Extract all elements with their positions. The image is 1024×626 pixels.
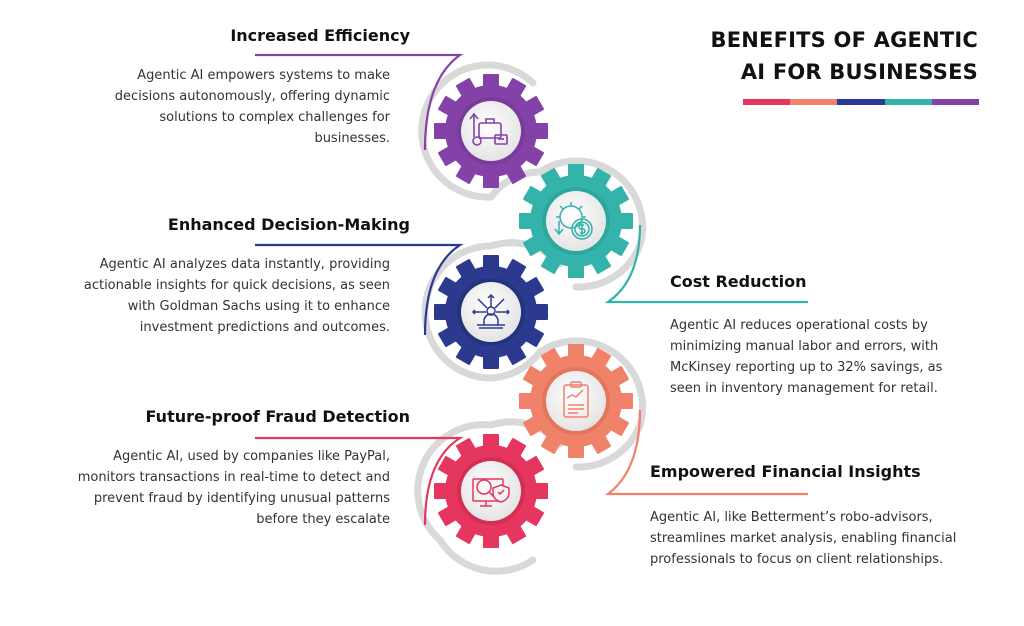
title-color-bar: [743, 99, 980, 105]
gray-track: [414, 61, 646, 575]
gear-enhanced-decision: [434, 255, 548, 369]
gear-fraud-detection: [434, 434, 548, 548]
connector-cost-reduction: [604, 224, 808, 304]
color-bar-segment: [931, 99, 980, 105]
person-decision-arrows-icon: [471, 293, 511, 329]
color-bar-segment: [884, 99, 932, 105]
gear-dollar-down-icon: [554, 202, 593, 240]
clipboard-finance-chart-icon: [563, 381, 589, 418]
title-line-2: AI FOR BUSINESSES: [740, 60, 978, 84]
heading-cost-reduction: Cost Reduction: [670, 272, 807, 291]
desc-cost-reduction: Agentic AI reduces operational costs by …: [670, 318, 943, 396]
connector-enhanced-decision: [255, 243, 464, 336]
color-bar-segment: [743, 99, 791, 105]
connector-increased-efficiency: [255, 53, 464, 151]
monitor-search-shield-icon: [472, 478, 510, 507]
connector-fraud-detection: [255, 436, 464, 526]
heading-increased-efficiency: Increased Efficiency: [230, 26, 410, 45]
heading-financial-insights: Empowered Financial Insights: [650, 462, 921, 481]
connector-financial-insights: [604, 409, 808, 496]
briefcase-growth-icon: [469, 112, 508, 146]
gear-cost-reduction: [519, 164, 633, 278]
color-bar-segment: [837, 99, 885, 105]
desc-increased-efficiency: Agentic AI empowers systems to make deci…: [114, 68, 390, 146]
color-bar-segment: [790, 99, 838, 105]
gear-financial-insights: [519, 344, 633, 458]
heading-enhanced-decision: Enhanced Decision-Making: [167, 215, 410, 234]
infographic-title: BENEFITS OF AGENTIC AI FOR BUSINESSES: [711, 24, 978, 88]
desc-enhanced-decision: Agentic AI analyzes data instantly, prov…: [83, 257, 390, 335]
desc-fraud-detection: Agentic AI, used by companies like PayPa…: [77, 449, 390, 527]
desc-financial-insights: Agentic AI, like Betterment’s robo-advis…: [650, 510, 957, 567]
gear-increased-efficiency: [434, 74, 548, 188]
title-line-1: BENEFITS OF AGENTIC: [710, 28, 978, 52]
heading-fraud-detection: Future-proof Fraud Detection: [145, 407, 410, 426]
